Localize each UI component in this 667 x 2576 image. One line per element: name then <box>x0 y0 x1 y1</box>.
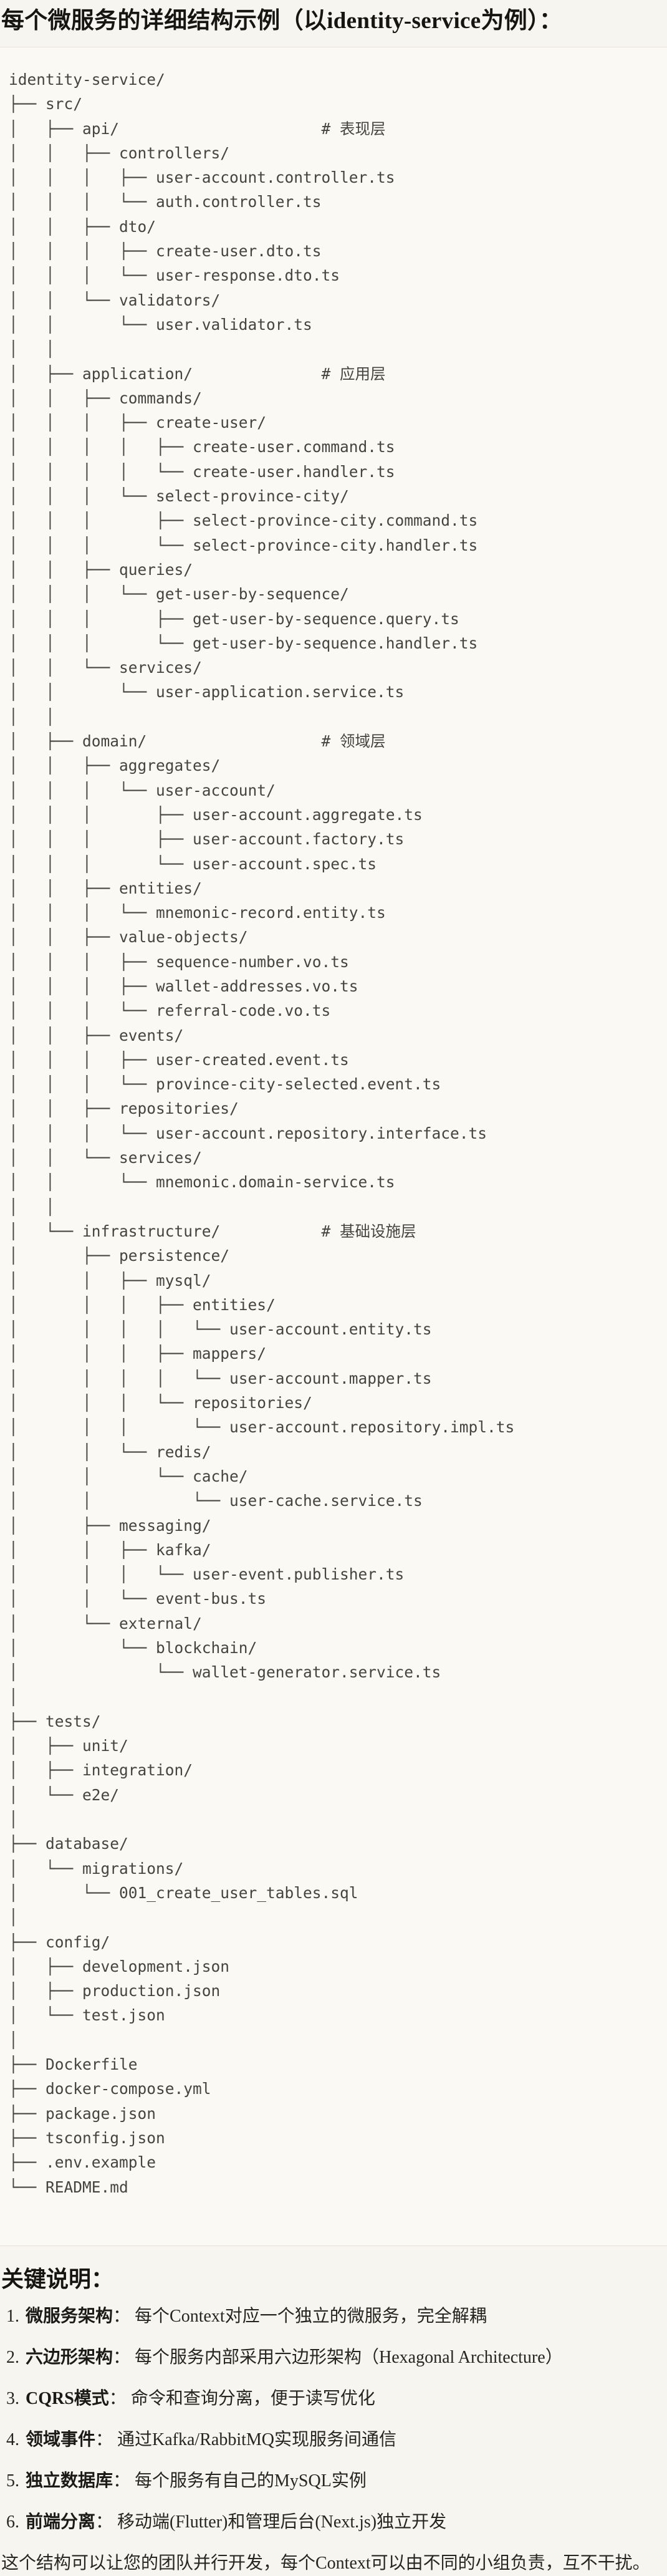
item-separator: ： <box>95 2429 118 2449</box>
item-label: 六边形架构 <box>26 2347 113 2367</box>
item-separator: ： <box>108 2388 131 2408</box>
key-note-item: 2. 六边形架构： 每个服务内部采用六边形架构（Hexagonal Archite… <box>6 2345 667 2370</box>
item-text: 通过Kafka/RabbitMQ实现服务间通信 <box>117 2429 396 2449</box>
key-note-item: 3. CQRS模式： 命令和查询分离，便于读写优化 <box>6 2386 667 2411</box>
item-label: 前端分离 <box>26 2512 96 2532</box>
page-title: 每个微服务的详细结构示例（以identity-service为例）： <box>1 8 563 34</box>
item-text: 每个服务有自己的MySQL实例 <box>135 2471 367 2491</box>
item-number: 6. <box>6 2512 19 2532</box>
item-text: 每个服务内部采用六边形架构（Hexagonal Architecture） <box>135 2347 563 2367</box>
item-number: 1. <box>6 2306 19 2326</box>
key-notes-section: 关键说明： 1.微服务架构： 每个Context对应一个独立的微服务，完全解耦 … <box>1 2265 667 2576</box>
key-note-item: 4. 领域事件： 通过Kafka/RabbitMQ实现服务间通信 <box>6 2428 667 2453</box>
item-label: CQRS模式 <box>26 2388 109 2408</box>
item-label: 领域事件 <box>26 2429 96 2449</box>
item-number: 5. <box>6 2471 19 2491</box>
item-separator: ： <box>113 2471 135 2491</box>
closing-paragraph: 这个结构可以让您的团队并行开发，每个Context可以由不同的小组负责，互不干扰… <box>1 2553 650 2573</box>
item-text: 移动端(Flutter)和管理后台(Next.js)独立开发 <box>117 2512 447 2532</box>
item-label: 微服务架构 <box>26 2306 113 2326</box>
item-label: 独立数据库 <box>26 2471 113 2491</box>
item-number: 2. <box>6 2347 19 2367</box>
item-separator: ： <box>113 2306 135 2326</box>
key-note-item: 6. 前端分离： 移动端(Flutter)和管理后台(Next.js)独立开发 <box>6 2510 667 2535</box>
item-text: 每个Context对应一个独立的微服务，完全解耦 <box>135 2306 487 2326</box>
key-note-item: 1. 微服务架构： 每个Context对应一个独立的微服务，完全解耦 <box>6 2304 667 2329</box>
item-number: 3. <box>6 2388 19 2408</box>
directory-tree-code-block: identity-service/ ├── src/ │ ├── api/ # … <box>0 47 667 2246</box>
key-notes-heading: 关键说明： <box>1 2266 114 2292</box>
key-notes-list: 1.微服务架构： 每个Context对应一个独立的微服务，完全解耦 2.六边形架… <box>1 2304 667 2535</box>
item-text: 命令和查询分离，便于读写优化 <box>130 2388 375 2408</box>
directory-tree: identity-service/ ├── src/ │ ├── api/ # … <box>9 70 515 2196</box>
key-note-item: 5. 独立数据库： 每个服务有自己的MySQL实例 <box>6 2469 667 2494</box>
item-separator: ： <box>95 2512 118 2532</box>
item-number: 4. <box>6 2429 19 2449</box>
item-separator: ： <box>113 2347 135 2367</box>
